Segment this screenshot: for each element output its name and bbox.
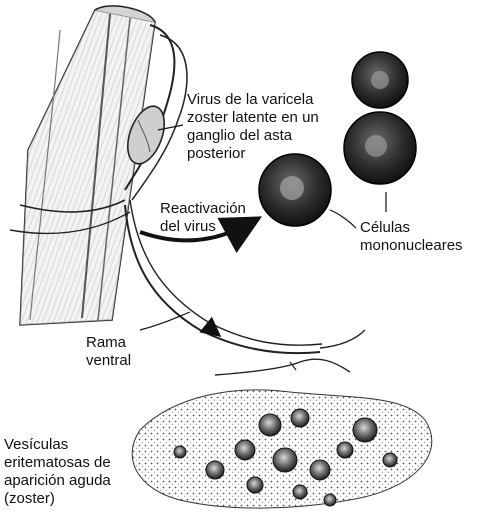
label-reactivation: Reactivación del virus	[160, 200, 246, 236]
label-mononuclear-cells: Células mononucleares	[360, 219, 463, 255]
spinal-cord	[20, 6, 155, 325]
label-latent-virus: Virus de la varicela zoster latente en u…	[187, 91, 319, 163]
skin-vesicles	[132, 390, 432, 508]
label-ventral-branch: Rama ventral	[86, 334, 131, 370]
label-vesicles: Vesículas eritematosas de aparición agud…	[4, 436, 111, 508]
